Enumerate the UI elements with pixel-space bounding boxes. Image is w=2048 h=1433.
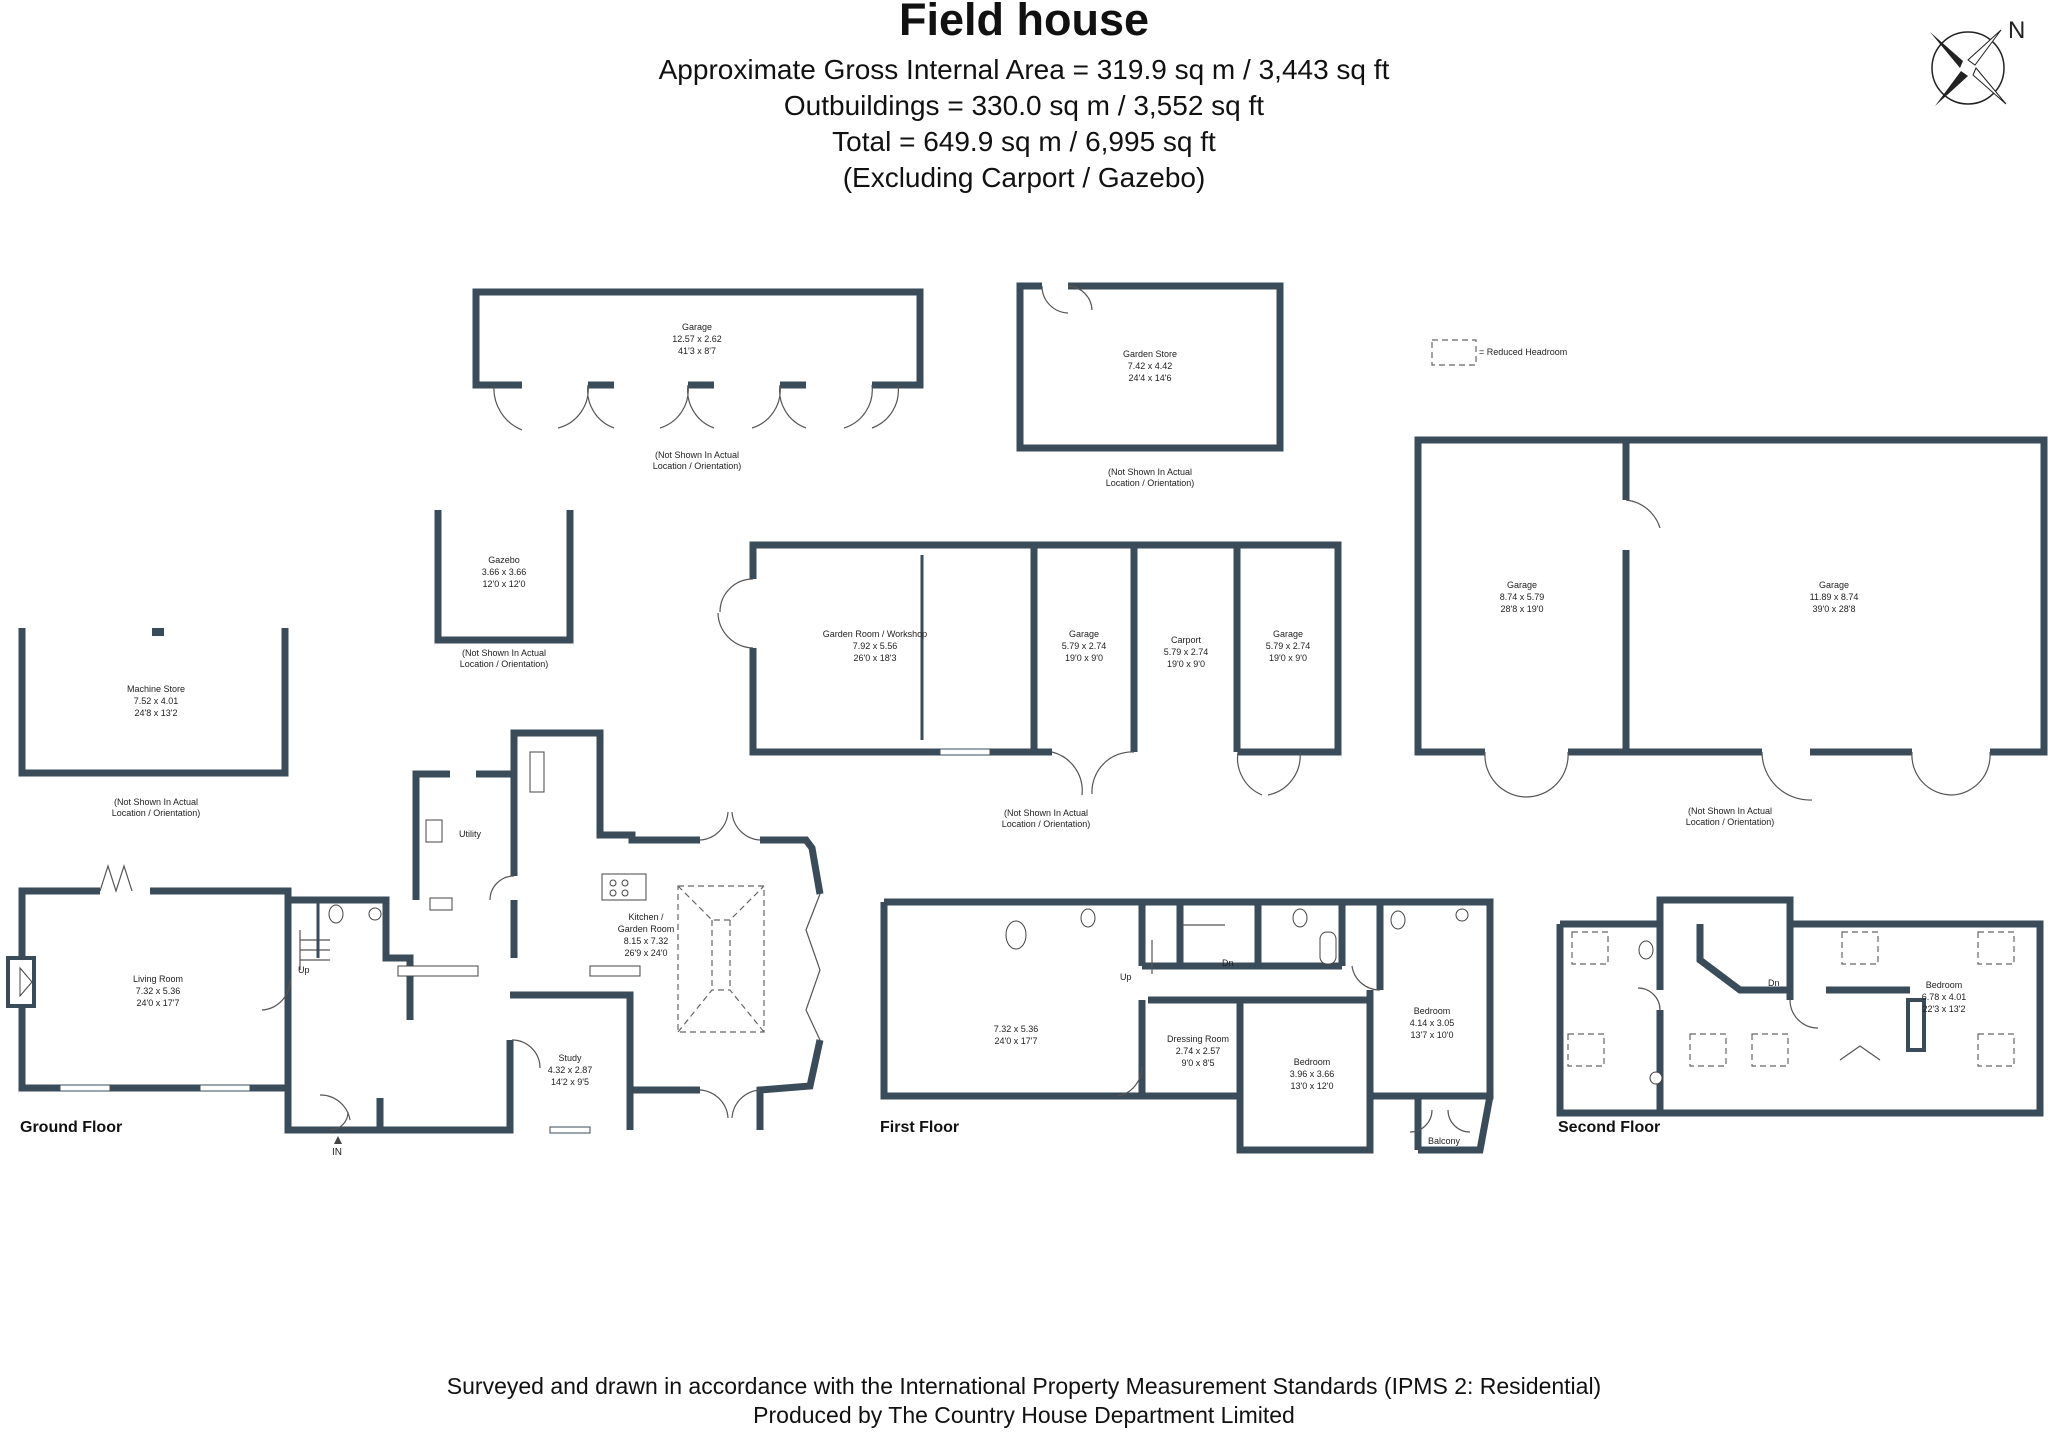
kitchen-name-1: Kitchen /: [628, 912, 664, 922]
garage-long-outbuilding: Garage 12.57 x 2.62 41'3 x 8'7 (Not Show…: [472, 288, 924, 471]
garden-store-name: Garden Store: [1123, 349, 1177, 359]
garage-a-name: Garage: [682, 322, 712, 332]
garage-b-name: Garage: [1069, 629, 1099, 639]
gazebo-note-1: (Not Shown In Actual: [462, 648, 546, 658]
outbuildings-area-line: Outbuildings = 330.0 sq m / 3,552 sq ft: [783, 90, 1265, 121]
carport-name: Carport: [1171, 635, 1202, 645]
dressing-room-metric: 2.74 x 2.57: [1176, 1046, 1221, 1056]
ground-floor-label: Ground Floor: [20, 1119, 123, 1136]
garden-store-metric: 7.42 x 4.42: [1128, 361, 1173, 371]
study-metric: 4.32 x 2.87: [548, 1065, 593, 1075]
garden-room-imperial: 26'0 x 18'3: [854, 653, 897, 663]
garage-b-metric: 5.79 x 2.74: [1062, 641, 1107, 651]
garage-d-metric: 8.74 x 5.79: [1500, 592, 1545, 602]
study-name: Study: [558, 1053, 582, 1063]
living-room-metric: 7.32 x 5.36: [136, 986, 181, 996]
bedroom-2-name: Bedroom: [1414, 1006, 1451, 1016]
garage-a-note-1: (Not Shown In Actual: [655, 450, 739, 460]
bedroom-3-metric: 6.78 x 4.01: [1922, 992, 1967, 1002]
bedroom-2-imperial: 13'7 x 10'0: [1411, 1030, 1454, 1040]
garage-e-imperial: 39'0 x 28'8: [1813, 604, 1856, 614]
garden-room-metric: 7.92 x 5.56: [853, 641, 898, 651]
gazebo-metric: 3.66 x 3.66: [482, 567, 527, 577]
large-garages-note-1: (Not Shown In Actual: [1688, 806, 1772, 816]
total-area-line: Total = 649.9 sq m / 6,995 sq ft: [832, 126, 1216, 157]
machine-store-metric: 7.52 x 4.01: [134, 696, 179, 706]
kitchen-name-2: Garden Room: [618, 924, 675, 934]
bedroom-1-imperial: 13'0 x 12'0: [1291, 1081, 1334, 1091]
garage-a-note-2: Location / Orientation): [653, 461, 742, 471]
garage-c-imperial: 19'0 x 9'0: [1269, 653, 1307, 663]
dressing-room-name: Dressing Room: [1167, 1034, 1229, 1044]
second-floor-plan: Dn Bedroom 6.78 x 4.01 22'3 x 13'2: [1556, 896, 2044, 1117]
bedroom-1-name: Bedroom: [1294, 1057, 1331, 1067]
garage-a-metric: 12.57 x 2.62: [672, 334, 722, 344]
kitchen-metric: 8.15 x 7.32: [624, 936, 669, 946]
first-floor-plan: Up Dn 7.32 x 5.36 24'0 x 17'7 Dressing R…: [880, 898, 1494, 1154]
garden-store-outbuilding: Garden Store 7.42 x 4.42 24'4 x 14'6 (No…: [1016, 282, 1284, 488]
reduced-headroom-key-label: = Reduced Headroom: [1479, 347, 1567, 357]
reduced-headroom-key-swatch: [1431, 339, 1477, 366]
machine-store-imperial: 24'8 x 13'2: [135, 708, 178, 718]
first-main-metric: 7.32 x 5.36: [994, 1024, 1039, 1034]
large-garages-outbuilding: Garage 8.74 x 5.79 28'8 x 19'0 Garage 11…: [1414, 436, 2048, 827]
machine-store-name: Machine Store: [127, 684, 185, 694]
gazebo-imperial: 12'0 x 12'0: [483, 579, 526, 589]
study-imperial: 14'2 x 9'5: [551, 1077, 589, 1087]
living-room-imperial: 24'0 x 17'7: [137, 998, 180, 1008]
compass-north-label: N: [2008, 17, 2025, 44]
ground-stairs-up-label: Up: [298, 965, 310, 975]
garage-d-imperial: 28'8 x 19'0: [1501, 604, 1544, 614]
first-floor-label: First Floor: [880, 1119, 960, 1136]
second-stairs-down-label: Dn: [1768, 978, 1780, 988]
gazebo-name: Gazebo: [488, 555, 520, 565]
first-stairs-up-label: Up: [1120, 972, 1132, 982]
gazebo-note-2: Location / Orientation): [460, 659, 549, 669]
garden-store-note-2: Location / Orientation): [1106, 478, 1195, 488]
utility-name: Utility: [459, 829, 481, 839]
plan-title: Field house: [898, 0, 1150, 45]
workshop-note-2: Location / Orientation): [1002, 819, 1091, 829]
garden-room-name: Garden Room / Workshop: [823, 629, 927, 639]
machine-store-outbuilding: Machine Store 7.52 x 4.01 24'8 x 13'2 (N…: [18, 628, 289, 818]
balcony-name: Balcony: [1428, 1136, 1461, 1146]
carport-imperial: 19'0 x 9'0: [1167, 659, 1205, 669]
footer-producer-line: Produced by The Country House Department…: [753, 1402, 1295, 1428]
garage-c-name: Garage: [1273, 629, 1303, 639]
bedroom-3-name: Bedroom: [1926, 980, 1963, 990]
second-floor-label: Second Floor: [1558, 1119, 1661, 1136]
machine-store-note-1: (Not Shown In Actual: [114, 797, 198, 807]
gazebo-outbuilding: Gazebo 3.66 x 3.66 12'0 x 12'0 (Not Show…: [434, 510, 574, 669]
garage-e-name: Garage: [1819, 580, 1849, 590]
workshop-garage-block-outbuilding: Garden Room / Workshop 7.92 x 5.56 26'0 …: [717, 541, 1342, 829]
garage-c-metric: 5.79 x 2.74: [1266, 641, 1311, 651]
garage-b-imperial: 19'0 x 9'0: [1065, 653, 1103, 663]
living-room-name: Living Room: [133, 974, 183, 984]
north-compass-icon: N: [1930, 17, 2025, 106]
ground-floor-plan: Living Room 7.32 x 5.36 24'0 x 17'7 Up I…: [6, 729, 824, 1158]
large-garages-note-2: Location / Orientation): [1686, 817, 1775, 827]
first-main-imperial: 24'0 x 17'7: [995, 1036, 1038, 1046]
garden-store-note-1: (Not Shown In Actual: [1108, 467, 1192, 477]
first-stairs-down-label: Dn: [1222, 958, 1234, 968]
workshop-note-1: (Not Shown In Actual: [1004, 808, 1088, 818]
dressing-room-imperial: 9'0 x 8'5: [1182, 1058, 1215, 1068]
garage-e-metric: 11.89 x 8.74: [1810, 592, 1859, 602]
exclusion-note: (Excluding Carport / Gazebo): [842, 162, 1206, 193]
bedroom-3-imperial: 22'3 x 13'2: [1923, 1004, 1966, 1014]
bedroom-2-metric: 4.14 x 3.05: [1410, 1018, 1455, 1028]
machine-store-note-2: Location / Orientation): [112, 808, 201, 818]
garden-store-imperial: 24'4 x 14'6: [1129, 373, 1172, 383]
carport-metric: 5.79 x 2.74: [1164, 647, 1209, 657]
bedroom-1-metric: 3.96 x 3.66: [1290, 1069, 1335, 1079]
garage-d-name: Garage: [1507, 580, 1537, 590]
footer-standard-line: Surveyed and drawn in accordance with th…: [446, 1373, 1602, 1399]
entrance-label: IN: [332, 1147, 342, 1158]
gross-area-line: Approximate Gross Internal Area = 319.9 …: [658, 54, 1390, 85]
kitchen-imperial: 26'9 x 24'0: [625, 948, 668, 958]
garage-a-imperial: 41'3 x 8'7: [678, 346, 716, 356]
